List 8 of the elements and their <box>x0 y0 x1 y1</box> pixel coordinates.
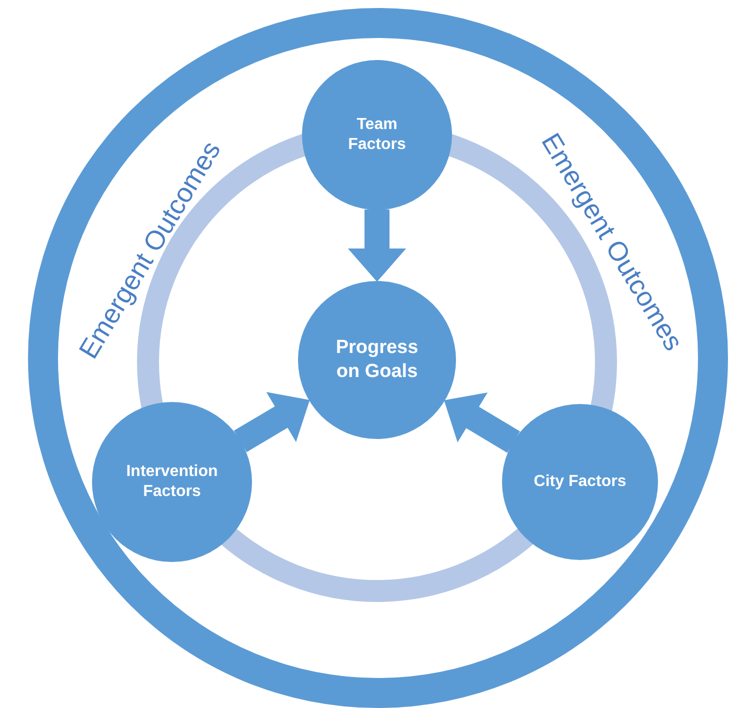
circle-label: Team Factors <box>347 115 407 155</box>
block-arrow <box>348 210 406 282</box>
circle-label: Progress on Goals <box>334 336 420 384</box>
circle-label: City Factors <box>534 472 626 492</box>
circle-label: Intervention Factors <box>125 462 219 502</box>
block-arrow <box>444 392 520 453</box>
outer-ring <box>28 8 728 708</box>
block-arrow <box>234 392 310 452</box>
